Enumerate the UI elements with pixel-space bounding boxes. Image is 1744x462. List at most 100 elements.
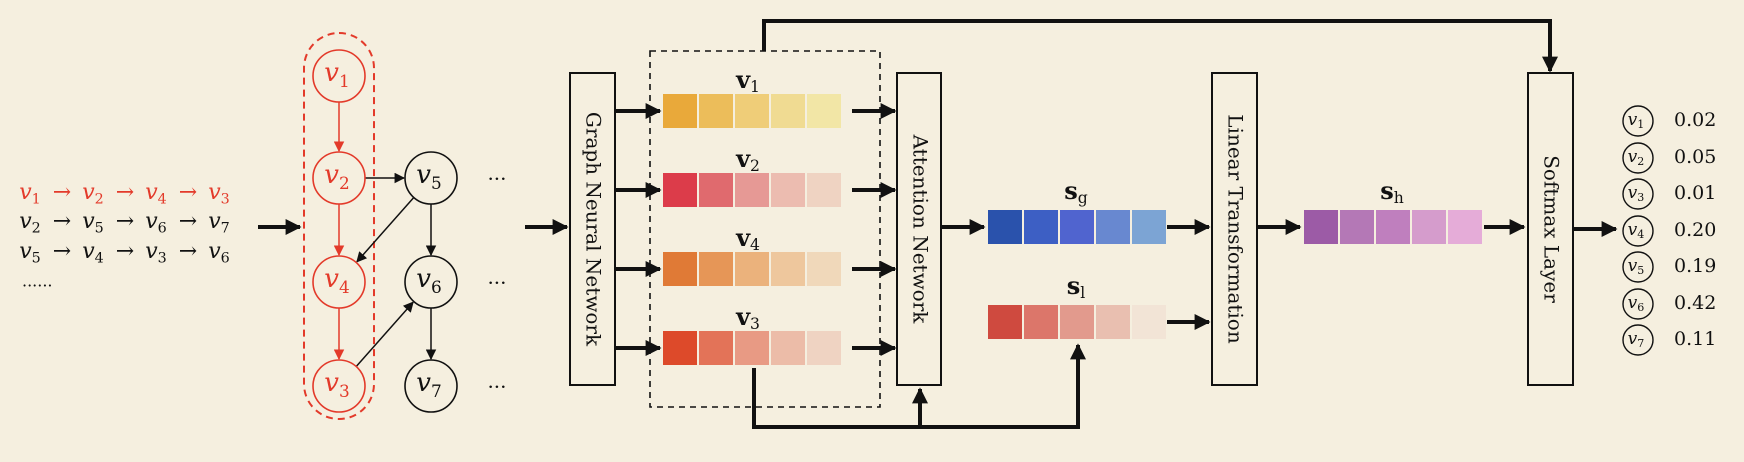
session-item-v4: v4 [82,239,104,267]
embedding-cell [663,252,697,286]
score-node-label-v5: v5 [1628,256,1645,278]
embedding-cell [807,252,841,286]
embedding-label-v2: v2 [735,144,760,176]
session-item-v3: v3 [208,180,230,208]
embedding-cell [771,331,805,365]
embedding-cell [735,94,769,128]
score-value-v5: 0.19 [1674,255,1716,277]
score-value-v3: 0.01 [1674,182,1716,204]
softmax-label: Softmax Layer [1540,155,1564,303]
graph-ellipsis: ··· [487,167,506,191]
score-node-v6 [1622,288,1654,320]
embedding-cell [663,94,697,128]
graph-node-label-v3: v3 [324,368,349,400]
score-node-v5 [1622,251,1654,283]
session-item-v2: v2 [19,209,41,237]
score-value-v2: 0.05 [1674,146,1716,168]
embedding-cell [699,252,733,286]
embedding-cell [663,173,697,207]
embedding-cell [771,252,805,286]
feedback-arrow-to-sl [752,343,1086,429]
graph-node-label-v1: v1 [324,58,349,90]
embedding-cell [771,94,805,128]
embedding-cell [699,94,733,128]
embedding-label-v1: v1 [735,65,760,97]
session-arrow: → [179,209,197,234]
graph-node-v7 [404,359,458,413]
session-arrow: → [116,180,134,205]
embedding-cell [735,252,769,286]
embedding-cell [699,173,733,207]
sh-vector-cell [1448,210,1482,244]
session-arrow: → [53,239,71,264]
sg-vector-cell [1024,210,1058,244]
embedding-cell [735,173,769,207]
graph-node-label-v2: v2 [324,160,349,192]
sg-vector-cell [1132,210,1166,244]
highlight-session-dashed-outline [303,32,375,420]
score-node-v4 [1622,215,1654,247]
session-item-v5: v5 [82,209,104,237]
sg-vector-label: sg [1064,176,1088,208]
sh-vector-label: sh [1380,176,1404,208]
graph-node-v4 [312,255,366,309]
score-node-v2 [1622,142,1654,174]
embedding-cell [663,331,697,365]
graph-node-v6 [404,255,458,309]
graph-node-v1 [312,49,366,103]
session-arrow: → [53,180,71,205]
sl-vector-cell [988,305,1022,339]
linear-box [1211,72,1258,386]
session-item-v1: v1 [19,180,41,208]
sh-vector-cell [1340,210,1374,244]
score-node-label-v6: v6 [1628,293,1645,315]
sl-vector-cell [1096,305,1130,339]
session-arrow: → [179,180,197,205]
score-value-v7: 0.11 [1674,328,1716,350]
session-arrow: → [179,239,197,264]
sh-vector-cell [1412,210,1446,244]
sh-vector-cell [1376,210,1410,244]
score-value-v6: 0.42 [1674,292,1716,314]
graph-node-label-v4: v4 [324,264,349,296]
session-item-v7: v7 [208,209,230,237]
sl-vector-cell [1060,305,1094,339]
session-item-v2: v2 [82,180,104,208]
score-node-label-v1: v1 [1628,110,1645,132]
embedding-cell [807,331,841,365]
graph-node-v3 [312,359,366,413]
softmax-box [1527,72,1574,386]
embedding-cell [807,94,841,128]
score-node-label-v3: v3 [1628,183,1645,205]
graph-node-v2 [312,151,366,205]
score-node-v1 [1622,105,1654,137]
sl-vector-cell [1132,305,1166,339]
embedding-label-v3: v3 [735,302,760,334]
sg-vector-cell [1060,210,1094,244]
graph-node-label-v7: v7 [416,368,441,400]
embedding-label-v4: v4 [735,223,760,255]
graph-node-label-v6: v6 [416,264,441,296]
embedding-cell [699,331,733,365]
sg-vector-cell [1096,210,1130,244]
session-arrow: → [116,209,134,234]
node-embeddings: v1 v2 v4 v3 [616,65,897,365]
graph-node-v5 [404,151,458,205]
score-node-v3 [1622,178,1654,210]
graph-edge-v3-v6 [355,301,414,368]
score-node-v7 [1622,324,1654,356]
graph-edge-v5-v4 [356,196,415,263]
sg-vector-cell [988,210,1022,244]
sl-vector-cell [1024,305,1058,339]
session-arrow: → [116,239,134,264]
gnn-box [569,72,616,386]
gnn-label: Graph Neural Network [582,112,606,347]
sessions-more-ellipsis: ...... [22,272,53,291]
score-value-v1: 0.02 [1674,109,1716,131]
graph-node-label-v5: v5 [416,160,441,192]
score-node-label-v7: v7 [1628,329,1645,351]
